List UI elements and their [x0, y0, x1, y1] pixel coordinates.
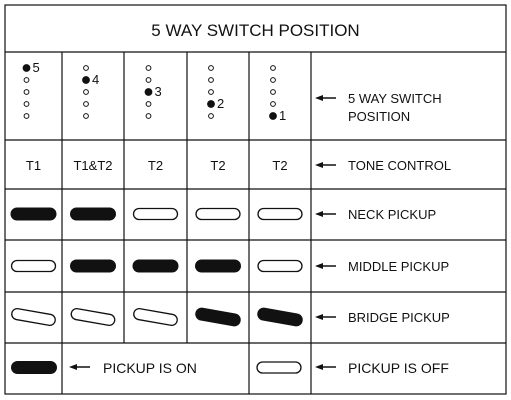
legend-off-label: PICKUP IS OFF — [348, 360, 449, 376]
switch-dot — [145, 65, 152, 71]
switch-dot — [270, 89, 276, 95]
legend-pickup-on: PICKUP IS ON — [11, 360, 197, 376]
switch-dot — [23, 101, 30, 107]
bridge-pickup-off-icon — [11, 307, 56, 327]
switch-selected-dot — [82, 76, 90, 84]
switch-position-number: 3 — [155, 84, 162, 99]
left-arrow-icon — [315, 263, 336, 269]
switch-dot — [208, 89, 214, 95]
tone-control-value: T1&T2 — [73, 158, 112, 173]
switch-position-number: 5 — [33, 60, 40, 75]
middle-pickup-on-icon — [195, 259, 241, 273]
switch-position-number: 1 — [279, 108, 286, 123]
left-arrow-icon — [69, 364, 90, 370]
tone-control-value: T2 — [148, 158, 163, 173]
switch-dot — [270, 101, 276, 107]
switch-dot — [83, 89, 89, 95]
switch-selected-dot — [22, 64, 31, 72]
middle-row-label: MIDDLE PICKUP — [348, 259, 449, 274]
middle-pickup-on-icon — [132, 259, 179, 273]
row-label-neck: NECK PICKUP — [315, 207, 436, 222]
switch-position-icon: 4 — [82, 65, 99, 119]
position-column-5: 1T2 — [257, 65, 303, 327]
pickup-on-icon — [11, 361, 57, 374]
switch-dot — [208, 113, 214, 119]
left-arrow-icon — [315, 314, 336, 320]
neck-row-label: NECK PICKUP — [348, 207, 436, 222]
switch-selected-dot — [269, 112, 277, 120]
switch-dot — [83, 101, 89, 107]
diagram-title: 5 WAY SWITCH POSITION — [151, 21, 359, 40]
switch-dot — [23, 89, 30, 95]
bridge-pickup-on-icon — [257, 307, 303, 327]
bridge-row-label: BRIDGE PICKUP — [348, 310, 450, 325]
switch-dot — [270, 65, 276, 71]
bridge-pickup-off-icon — [70, 307, 116, 327]
switch-position-icon: 2 — [207, 65, 224, 119]
row-label-switch: 5 WAY SWITCH POSITION — [315, 91, 442, 124]
switch-dot — [23, 113, 30, 119]
switch-dot — [145, 101, 152, 107]
table-grid — [4, 4, 507, 395]
row-label-bridge: BRIDGE PICKUP — [315, 310, 450, 325]
left-arrow-icon — [315, 162, 336, 168]
switch-dot — [83, 113, 89, 119]
neck-pickup-on-icon — [10, 207, 57, 221]
position-column-2: 4T1&T2 — [70, 65, 116, 327]
switch-dot — [145, 113, 152, 119]
bridge-pickup-on-icon — [195, 307, 241, 327]
tone-control-value: T2 — [210, 158, 225, 173]
middle-pickup-on-icon — [70, 259, 116, 273]
switch-position-number: 4 — [92, 72, 99, 87]
tone-row-label: TONE CONTROL — [348, 158, 451, 173]
switch-position-icon: 1 — [269, 65, 286, 123]
switch-position-icon: 3 — [144, 65, 162, 119]
legend-on-label: PICKUP IS ON — [103, 360, 197, 376]
pickup-off-icon — [256, 361, 302, 374]
legend-pickup-off: PICKUP IS OFF — [256, 360, 449, 376]
tone-control-value: T1 — [26, 158, 41, 173]
position-column-3: 3T2 — [132, 65, 179, 327]
tone-control-value: T2 — [272, 158, 287, 173]
switch-row-label-line-2: POSITION — [348, 109, 410, 124]
switch-position-number: 2 — [217, 96, 224, 111]
neck-pickup-off-icon — [195, 207, 241, 221]
middle-pickup-off-icon — [257, 259, 303, 273]
switch-dot — [270, 77, 276, 83]
row-label-middle: MIDDLE PICKUP — [315, 259, 449, 274]
switch-dot — [208, 77, 214, 83]
switch-dot — [23, 77, 30, 83]
switch-selected-dot — [207, 100, 215, 108]
position-column-1: 5T1 — [10, 60, 57, 327]
left-arrow-icon — [315, 95, 336, 101]
left-arrow-icon — [315, 364, 336, 370]
position-column-4: 2T2 — [195, 65, 241, 327]
switch-dot — [208, 65, 214, 71]
neck-pickup-off-icon — [257, 207, 303, 221]
middle-pickup-off-icon — [10, 259, 57, 273]
neck-pickup-off-icon — [132, 207, 179, 221]
switch-selected-dot — [144, 88, 153, 96]
neck-pickup-on-icon — [70, 207, 116, 221]
switch-dot — [145, 77, 152, 83]
switch-position-icon: 5 — [22, 60, 40, 119]
left-arrow-icon — [315, 211, 336, 217]
bridge-pickup-off-icon — [133, 307, 178, 327]
row-label-tone: TONE CONTROL — [315, 158, 451, 173]
switch-dot — [83, 65, 89, 71]
switch-row-label-line-1: 5 WAY SWITCH — [348, 91, 442, 106]
